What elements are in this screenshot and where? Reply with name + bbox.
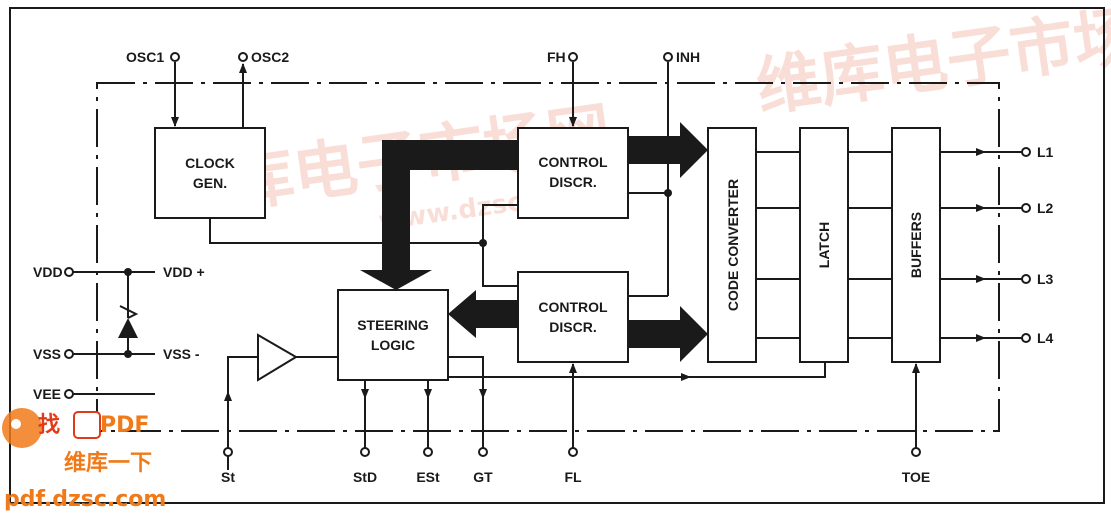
pin-label-l4: L4 [1037,330,1054,346]
pin-label-fl: FL [564,469,582,485]
code-converter-label: CODE CONVERTER [725,179,741,311]
control-discr-top-block: CONTROL DISCR. [517,127,629,219]
data-bus-arrows [360,122,708,362]
control-bottom-label-1: CONTROL [538,299,608,315]
clock-gen-block: CLOCK GEN. [154,127,266,219]
pin-label-vss: VSS [33,346,61,362]
control-top-label-1: CONTROL [538,154,608,170]
bus-arrow-bottom-to-converter [628,306,708,362]
steering-label-2: LOGIC [371,337,415,353]
chip-boundary [96,82,1000,432]
brand-watermark: 找 PDF 维库一下 pdf.dzsc.com [2,408,166,512]
pin-label-vdd: VDD [33,264,63,280]
steering-logic-block: STEERING LOGIC [337,289,449,381]
pin-label-st: St [221,469,235,485]
pin-label-std: StD [353,469,377,485]
pin-label-l1: L1 [1037,144,1054,160]
bus-arrow-to-steering-left [448,290,518,338]
control-discr-bottom-block: CONTROL DISCR. [517,271,629,363]
pin-labels: OSC1 OSC2 FH INH VDD VDD + VSS VSS - VEE… [33,49,1054,485]
pdf-doc-icon [73,411,101,439]
brand-weiku-text: 维库一下 [64,450,152,476]
junction-dots [479,189,672,247]
brand-pdf-text: PDF [100,413,149,438]
zener-diode [118,268,139,358]
pin-label-osc1: OSC1 [126,49,164,65]
latch-block: LATCH [799,127,849,363]
input-amplifier-triangle [257,333,298,382]
pin-label-inh: INH [676,49,700,65]
pin-markers [64,52,1031,457]
clock-gen-label-2: GEN. [193,175,227,191]
pin-label-toe: TOE [902,469,931,485]
steering-label-1: STEERING [357,317,429,333]
pin-label-est: ESt [416,469,440,485]
outer-frame [9,7,1105,504]
wiring [73,62,1022,470]
pin-label-fh: FH [547,49,566,65]
pin-label-vdd-plus: VDD + [163,264,205,280]
pin-label-l2: L2 [1037,200,1054,216]
pin-label-vss-minus: VSS - [163,346,200,362]
control-top-label-2: DISCR. [549,174,596,190]
buffers-label: BUFFERS [908,212,924,278]
brand-site-text: pdf.dzsc.com [4,487,166,512]
control-bottom-label-2: DISCR. [549,319,596,335]
buffers-block: BUFFERS [891,127,941,363]
bus-arrow-to-steering [360,140,518,290]
clock-gen-label-1: CLOCK [185,155,235,171]
pin-label-vee: VEE [33,386,61,402]
watermark-overlay: 维库电子市场网 维库电子市场网 www.dzsc.com [162,0,1111,237]
brand-find-text: 找 [38,413,60,438]
pin-label-gt: GT [473,469,493,485]
latch-label: LATCH [816,222,832,268]
pin-label-l3: L3 [1037,271,1054,287]
bus-arrow-top-to-converter [628,122,708,178]
code-converter-block: CODE CONVERTER [707,127,757,363]
pin-label-osc2: OSC2 [251,49,289,65]
mascot-icon [2,408,42,448]
mascot-eye-icon [11,419,21,429]
watermark-cn-text-2: 维库电子市场网 [752,0,1111,126]
